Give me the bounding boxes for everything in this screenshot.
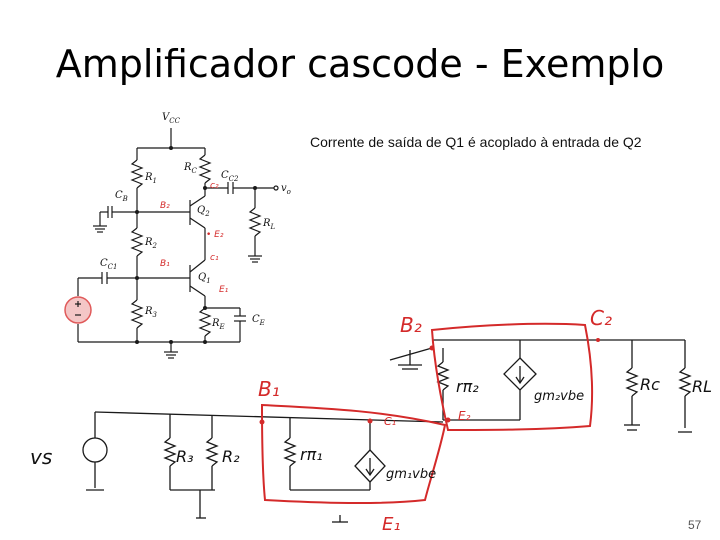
gm2-label: gm₂vbe (534, 389, 584, 404)
r3-handwritten: R₃ (176, 447, 194, 466)
vo-label: vo (281, 183, 291, 196)
q2-junction-dots (429, 338, 600, 423)
cascode-schematic (77, 128, 279, 359)
r2-handwritten: R₂ (222, 447, 240, 466)
cb-label: CB (115, 190, 128, 203)
cc1-label: CC1 (100, 258, 117, 271)
gm1-label: gm₁vbe (386, 467, 436, 482)
b1-mark: B₁ (160, 259, 170, 269)
slide-title: Amplificador cascode - Exemplo (55, 42, 665, 86)
rpi1-label: rπ₁ (300, 445, 323, 464)
rc-handwritten: Rc (640, 375, 660, 394)
e2-mark: • E₂ (206, 230, 224, 240)
q2-red-outline (430, 322, 594, 432)
b2-handwritten: B₂ (400, 313, 422, 337)
q1-red-outline (260, 403, 447, 505)
rl-label: RL (262, 218, 276, 231)
signal-source (64, 296, 92, 324)
page-number: 57 (688, 518, 702, 532)
r2-label: R2 (144, 237, 158, 250)
c2-mark: c₂ (210, 181, 219, 191)
q1-label: Q1 (198, 272, 211, 285)
q1-junction-dots (259, 418, 373, 425)
e1-mark: E₁ (219, 285, 229, 295)
rpi2-label: rπ₂ (456, 377, 479, 396)
c1-handwritten: C₁ (384, 415, 396, 428)
vs-label: vs (30, 445, 52, 469)
c1-mark: c₁ (210, 253, 219, 263)
schematic-junction-dots (135, 146, 257, 344)
r3-label: R3 (144, 306, 158, 319)
r1-label: R1 (144, 172, 157, 185)
b1-handwritten: B₁ (258, 377, 280, 401)
cc2-label: CC2 (221, 170, 239, 183)
small-signal-q1 (82, 411, 444, 523)
e2-handwritten: E₂ (458, 409, 471, 423)
c2-handwritten: C₂ (590, 306, 612, 330)
vcc-label: VCC (162, 112, 181, 125)
b2-mark: B₂ (160, 201, 170, 211)
q2-label: Q2 (197, 205, 210, 218)
slide-subtitle: Corrente de saída de Q1 é acoplado à ent… (310, 134, 642, 150)
re-label: RE (211, 318, 225, 331)
e1-handwritten: E₁ (382, 514, 401, 535)
ce-label: CE (252, 314, 265, 327)
rl-handwritten: RL (692, 377, 712, 396)
rc-label: RC (183, 162, 198, 175)
